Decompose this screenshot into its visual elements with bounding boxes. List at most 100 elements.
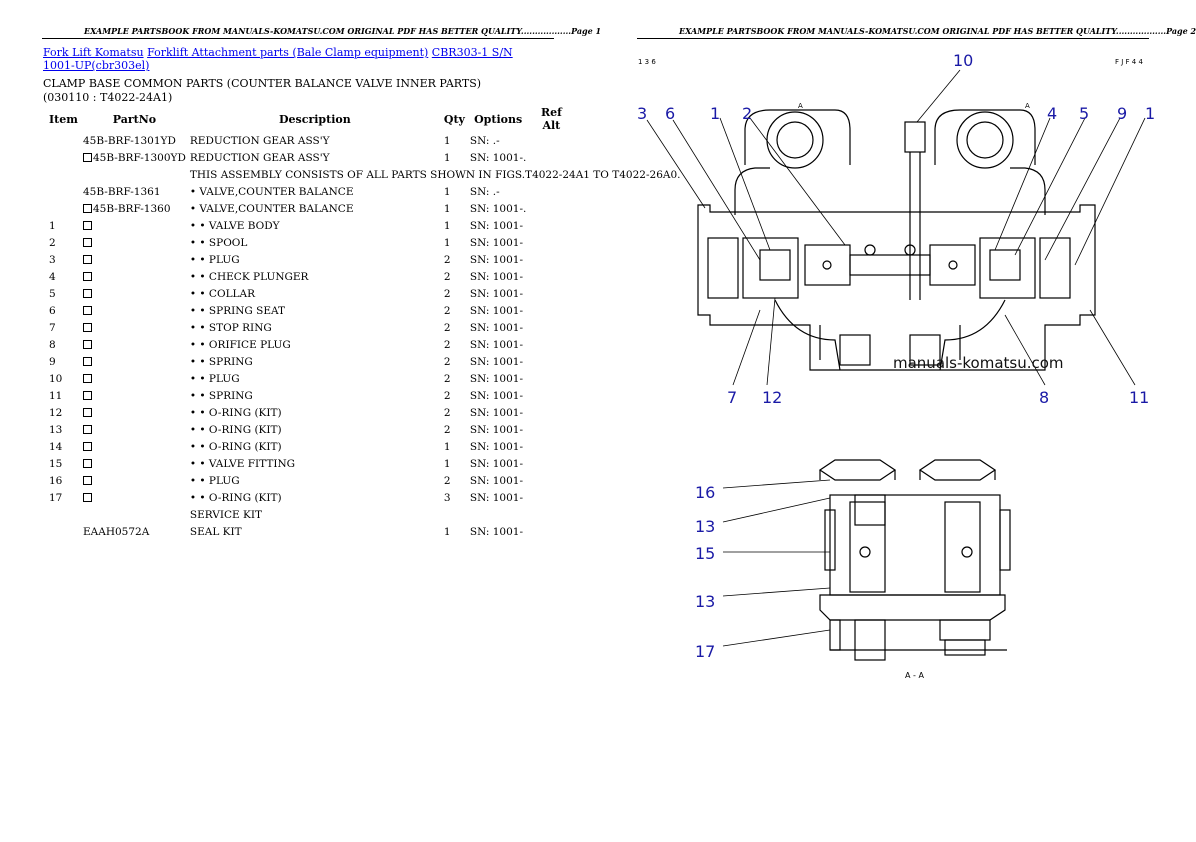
row-partno xyxy=(81,339,188,356)
row-item: 14 xyxy=(49,441,63,453)
row-qty: 2 xyxy=(443,407,451,419)
row-description: SEAL KIT xyxy=(189,526,242,538)
row-qty: 1 xyxy=(443,237,451,249)
section-arrow-right: A xyxy=(1025,102,1030,110)
row-description: • • PLUG xyxy=(189,373,240,385)
row-partno xyxy=(81,424,188,441)
col-description: Description xyxy=(279,112,351,126)
row-partno xyxy=(81,356,188,373)
row-description: REDUCTION GEAR ASS'Y xyxy=(189,135,330,147)
callout-17: 17 xyxy=(695,642,715,661)
row-partno xyxy=(81,220,188,237)
checkbox-icon xyxy=(83,442,92,451)
row-refalt xyxy=(528,526,574,543)
row-partno xyxy=(81,492,188,509)
breadcrumb-link-model[interactable]: CBR303-1 S/N 1001-UP(cbr303el) xyxy=(43,46,513,72)
row-item: 6 xyxy=(49,305,56,317)
callout-1b: 1 xyxy=(1145,104,1155,123)
table-row: SERVICE KIT xyxy=(43,509,574,526)
row-qty: 2 xyxy=(443,288,451,300)
row-refalt xyxy=(528,271,574,288)
row-options: SN: 1001- xyxy=(469,322,524,334)
checkbox-icon xyxy=(83,476,92,485)
row-description: • • ORIFICE PLUG xyxy=(189,339,291,351)
row-options: SN: 1001- xyxy=(469,407,524,419)
valve-drawing xyxy=(697,109,1096,661)
row-partno xyxy=(81,407,188,424)
watermark-text: manuals-komatsu.com xyxy=(893,354,1064,372)
page-1: EXAMPLE PARTSBOOK FROM MANUALS-KOMATSU.C… xyxy=(0,0,681,842)
checkbox-icon xyxy=(83,204,92,213)
row-refalt xyxy=(528,441,574,458)
row-partno: 45B-BRF-1301YD xyxy=(81,135,188,152)
row-qty: 2 xyxy=(443,305,451,317)
callout-1: 1 xyxy=(710,104,720,123)
row-description: • • COLLAR xyxy=(189,288,256,300)
row-options: SN: 1001- xyxy=(469,237,524,249)
row-refalt xyxy=(528,152,574,169)
row-options: SN: 1001- xyxy=(469,339,524,351)
row-refalt xyxy=(528,390,574,407)
breadcrumb-link-forklift[interactable]: Fork Lift Komatsu xyxy=(43,46,144,59)
breadcrumb-link-attachment[interactable]: Forklift Attachment parts (Bale Clamp eq… xyxy=(147,46,429,59)
row-partno: EAAH0572A xyxy=(81,526,188,543)
callout-7: 7 xyxy=(727,388,737,407)
row-refalt xyxy=(528,424,574,441)
row-item: 10 xyxy=(49,373,63,385)
row-qty: 1 xyxy=(443,526,451,538)
row-qty: 2 xyxy=(443,254,451,266)
row-description: • • VALVE BODY xyxy=(189,220,280,232)
row-description: • • CHECK PLUNGER xyxy=(189,271,309,283)
row-description: • • SPOOL xyxy=(189,237,248,249)
table-row: THIS ASSEMBLY CONSISTS OF ALL PARTS SHOW… xyxy=(43,169,681,186)
row-partno xyxy=(81,271,188,288)
checkbox-icon xyxy=(83,493,92,502)
row-refalt xyxy=(528,373,574,390)
row-qty: 1 xyxy=(443,220,451,232)
col-options: Options xyxy=(474,112,523,126)
callout-3: 3 xyxy=(637,104,647,123)
header-rule xyxy=(637,38,1149,39)
leader-lines xyxy=(646,69,1146,647)
part-number: EAAH0572A xyxy=(83,526,150,538)
row-item: 15 xyxy=(49,458,63,470)
callout-13: 13 xyxy=(695,517,715,536)
row-description: • • STOP RING xyxy=(189,322,272,334)
row-options: SN: .- xyxy=(469,186,500,198)
row-qty: 2 xyxy=(443,424,451,436)
callout-15: 15 xyxy=(695,544,715,563)
row-item: 9 xyxy=(49,356,56,368)
row-qty: 1 xyxy=(443,458,451,470)
row-item xyxy=(43,509,81,526)
row-item: 8 xyxy=(49,339,56,351)
page-2: EXAMPLE PARTSBOOK FROM MANUALS-KOMATSU.C… xyxy=(595,0,1196,842)
parts-table: Item PartNo Description Qty Options Ref … xyxy=(43,106,681,543)
row-description: SERVICE KIT xyxy=(189,509,263,521)
row-options xyxy=(468,509,529,526)
callout-10: 10 xyxy=(953,51,973,70)
row-options: SN: 1001- xyxy=(469,424,524,436)
row-item: 3 xyxy=(49,254,56,266)
row-qty: 2 xyxy=(443,356,451,368)
checkbox-icon xyxy=(83,323,92,332)
row-description: • VALVE,COUNTER BALANCE xyxy=(189,186,354,198)
row-options: SN: 1001- xyxy=(469,271,524,283)
row-refalt xyxy=(528,339,574,356)
col-refalt: Ref Alt xyxy=(540,106,562,132)
page-subtitle: CLAMP BASE COMMON PARTS (COUNTER BALANCE… xyxy=(43,77,482,104)
row-partno: 45B-BRF-1361 xyxy=(81,186,188,203)
row-description: • • VALVE FITTING xyxy=(189,458,296,470)
row-qty: 2 xyxy=(443,390,451,402)
row-options: SN: .- xyxy=(469,135,500,147)
row-description: • • O-RING (KIT) xyxy=(189,407,282,419)
row-item xyxy=(43,186,81,203)
row-item xyxy=(43,152,81,169)
row-qty: 1 xyxy=(443,135,451,147)
row-item xyxy=(43,526,81,543)
